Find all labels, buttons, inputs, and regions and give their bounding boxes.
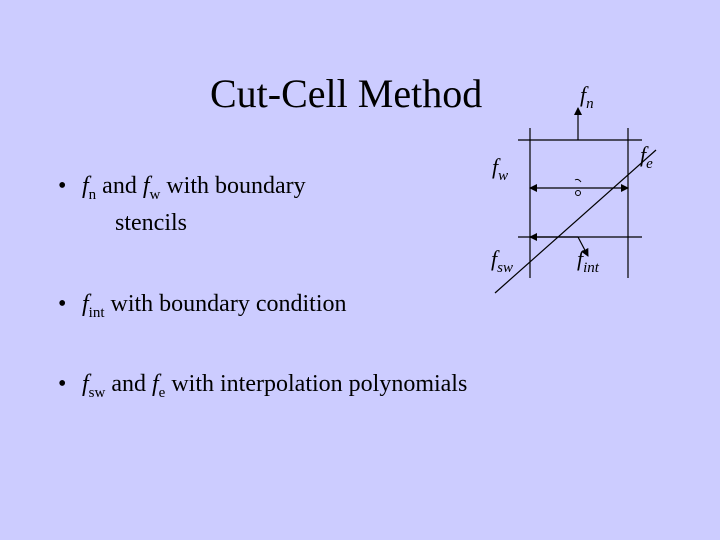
bullet-3: •fsw and fe with interpolation polynomia…: [58, 367, 467, 401]
bullet-dot: •: [58, 173, 67, 199]
bullet-2: • fint with boundary condition: [58, 287, 346, 321]
bullet-3-sub1: sw: [88, 385, 106, 401]
label-fw: fw: [492, 154, 509, 184]
bullet-2-text1: with boundary condition: [104, 291, 347, 317]
label-fn: fn: [580, 82, 594, 112]
bullet-2-f1: f: [82, 291, 89, 317]
label-fe: fe: [640, 142, 653, 172]
bullet-3-sub2: e: [158, 385, 166, 401]
arrow-fint: [577, 236, 589, 257]
bullet-1-f1: f: [82, 173, 89, 199]
slide-title: Cut-Cell Method: [210, 71, 483, 116]
bullet-3-f1: f: [82, 371, 89, 397]
bullet-1-text2: with boundary: [160, 173, 306, 199]
bullet-3-text1: and: [105, 371, 152, 397]
bullet-1-f2: f: [142, 173, 150, 199]
cell-center-tick: [574, 178, 582, 183]
bullet-3-text2: with interpolation polynomials: [165, 371, 468, 397]
bullet-3-f2: f: [152, 371, 159, 397]
bullet-1: •fn and fw with boundary: [58, 169, 306, 203]
label-fint: fint: [577, 246, 599, 276]
bullet-dot: •: [58, 371, 67, 397]
bullet-1-sub2: w: [149, 187, 161, 203]
cut-boundary-line: [494, 149, 657, 294]
bullet-1-text1: and: [96, 173, 143, 199]
bullet-1-sub1: n: [88, 187, 97, 203]
cell-center-marker: [575, 190, 581, 196]
label-fsw: fsw: [491, 246, 513, 276]
bullet-dot: •: [58, 291, 67, 317]
bullet-2-sub1: int: [88, 305, 105, 321]
bullet-1-continuation: stencils: [115, 210, 187, 236]
